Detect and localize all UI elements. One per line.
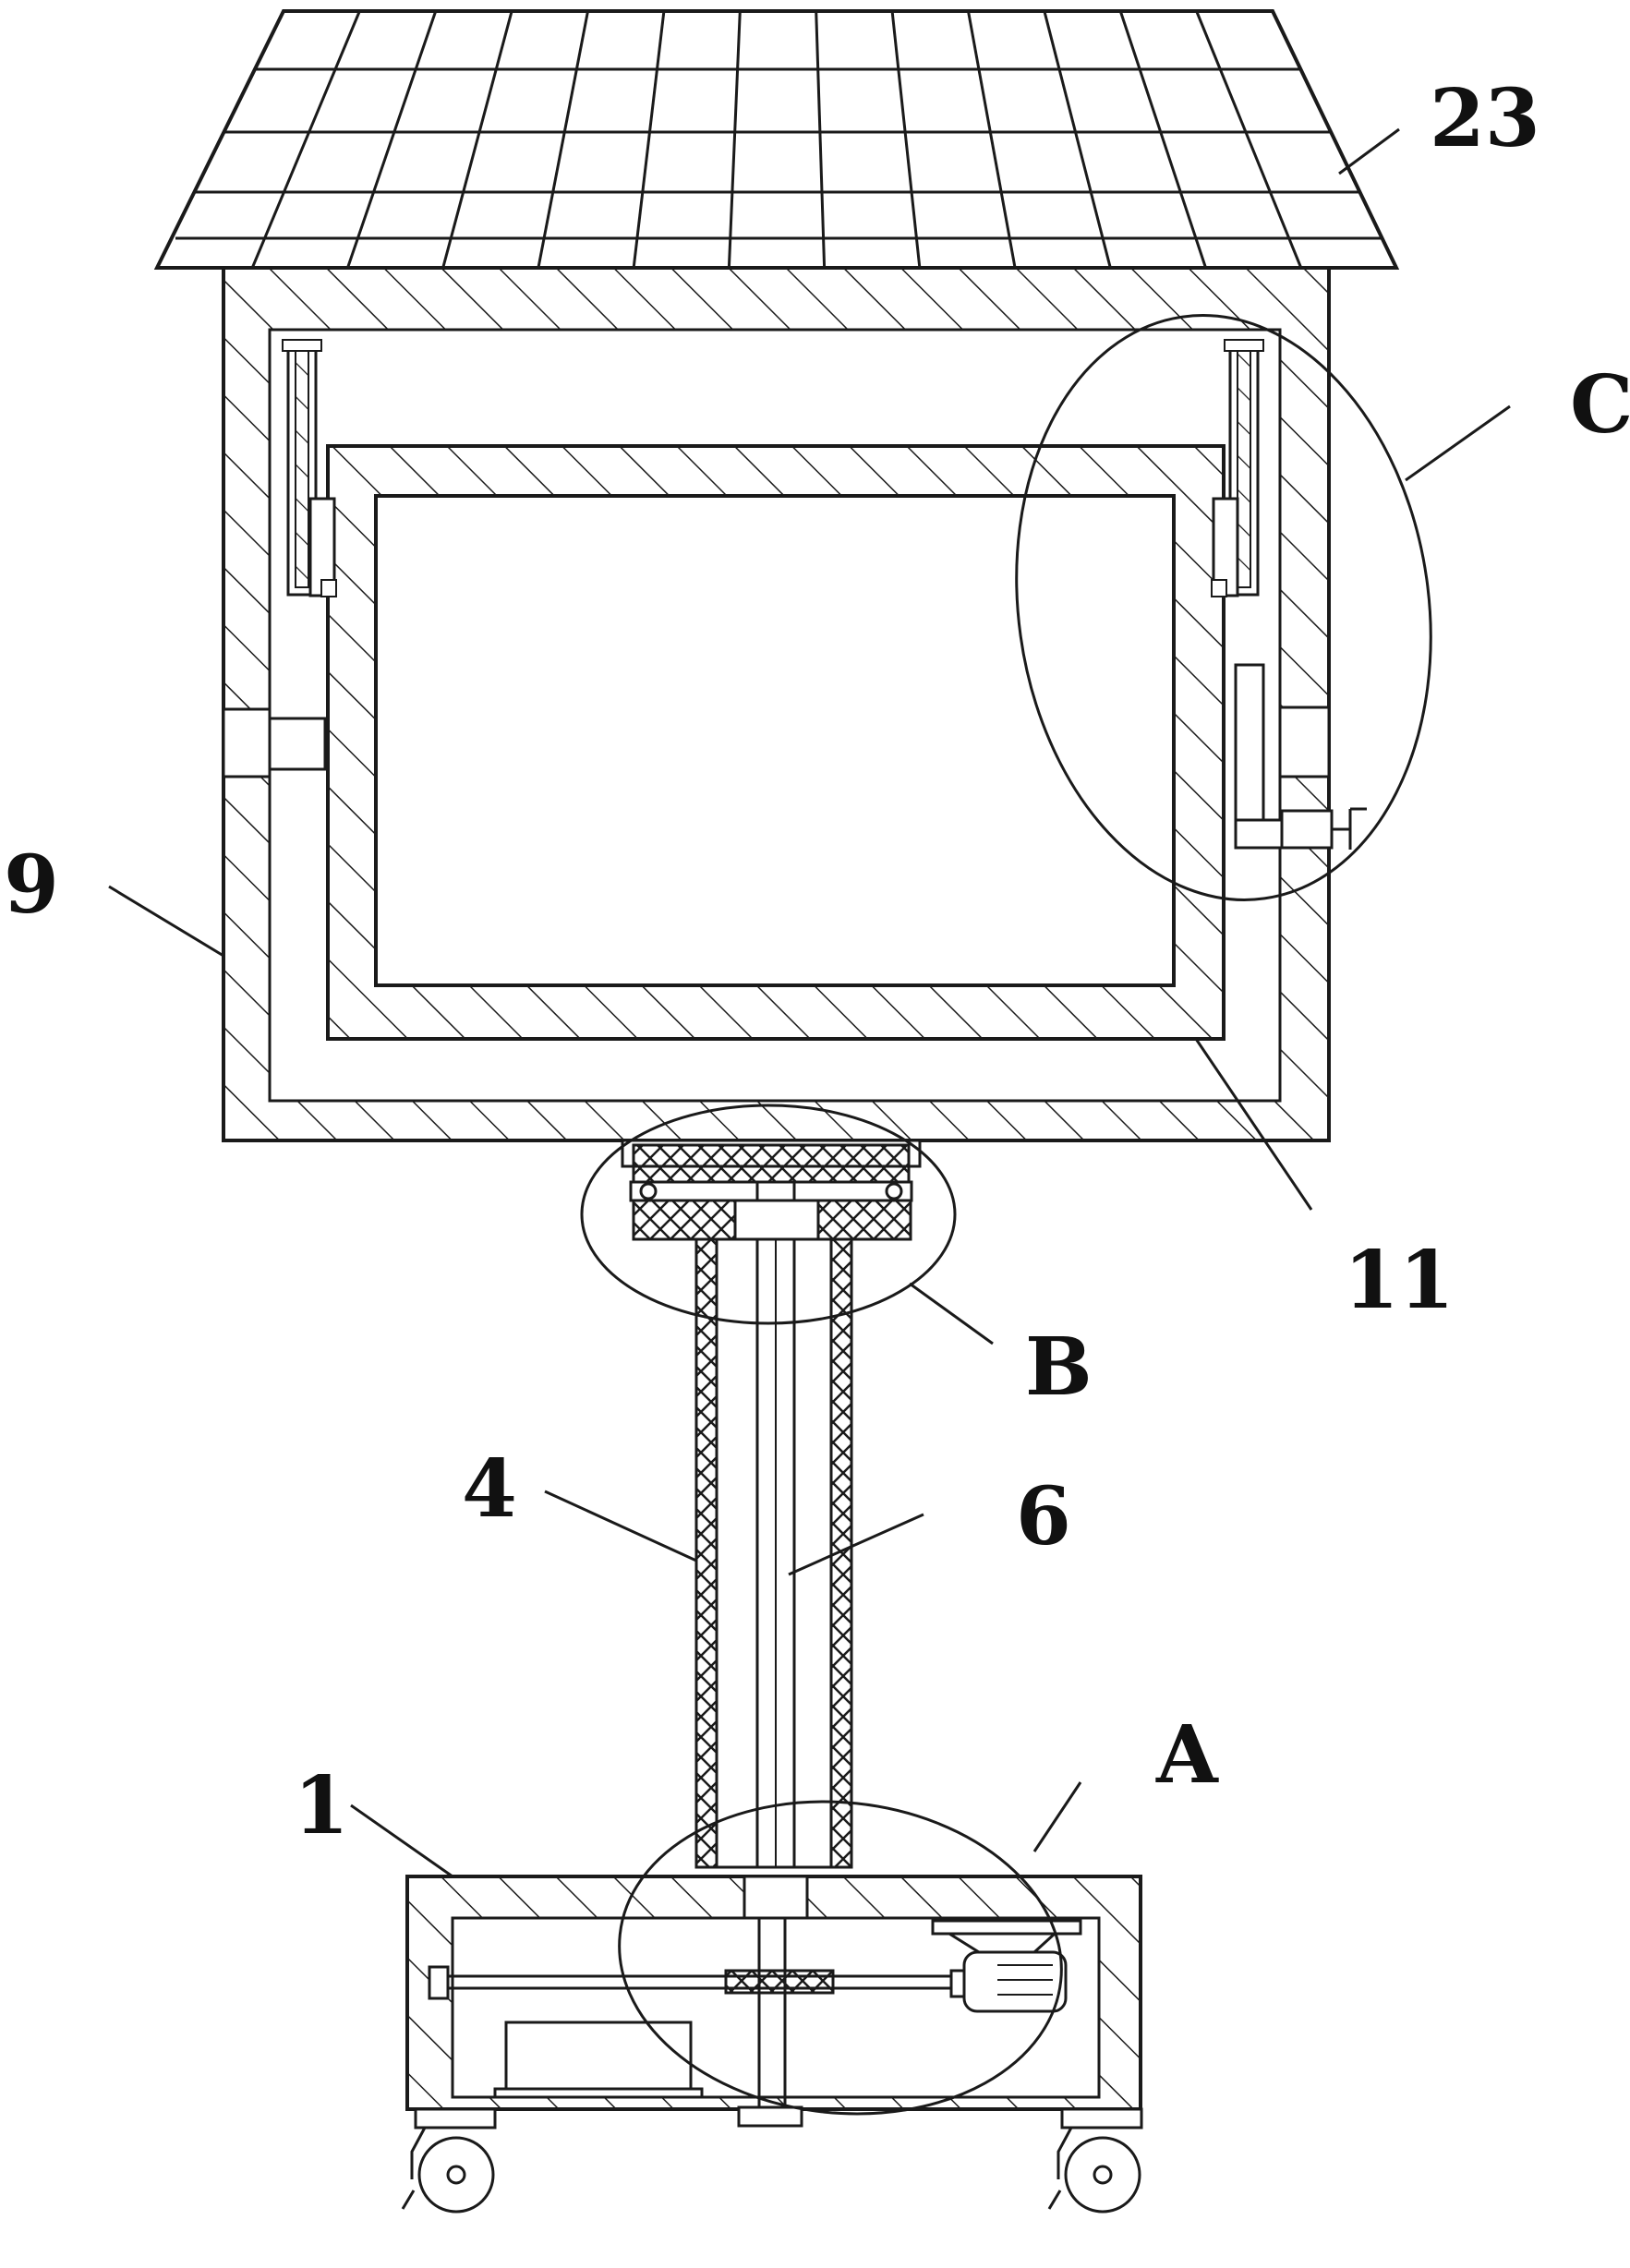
label-b: B (1025, 1321, 1093, 1414)
rotary-joint (621, 1139, 922, 1241)
label-11: 11 (1344, 1234, 1455, 1327)
lead-screw (755, 1237, 796, 1869)
panel-grid-line (1043, 10, 1112, 269)
panel-grid-line (632, 10, 666, 269)
label-a: A (1155, 1708, 1219, 1802)
label-1: 1 (294, 1759, 349, 1852)
panel-grid-line (441, 10, 513, 269)
panel-grid-line (1195, 10, 1303, 269)
lock-mechanism (1234, 663, 1367, 850)
panel-grid-line (727, 10, 742, 269)
panel-grid-line (966, 10, 1017, 269)
solar-panel (153, 9, 1400, 270)
panel-grid-line (346, 10, 438, 269)
panel-grid-line (250, 10, 361, 269)
label-23: 23 (1430, 72, 1540, 165)
right-caster (1047, 2107, 1143, 2214)
panel-grid-line (815, 10, 827, 269)
inner-frame (326, 444, 1226, 1041)
left-slide-rail (282, 339, 337, 597)
right-slide-rail (1211, 339, 1264, 597)
label-6: 6 (1016, 1470, 1071, 1563)
panel-grid-line (537, 10, 590, 269)
leader-lines (108, 127, 1511, 1878)
label-c: C (1570, 358, 1630, 452)
label-4: 4 (462, 1442, 517, 1536)
left-caster (401, 2107, 497, 2214)
panel-grid-line (890, 10, 922, 269)
panel-grid-line (1118, 10, 1207, 269)
label-9: 9 (4, 838, 59, 932)
detail-circle-c (1015, 314, 1432, 901)
detail-circle-b (580, 1104, 957, 1325)
detail-circle-a (618, 1800, 1063, 2116)
base-housing (405, 1875, 1142, 2128)
